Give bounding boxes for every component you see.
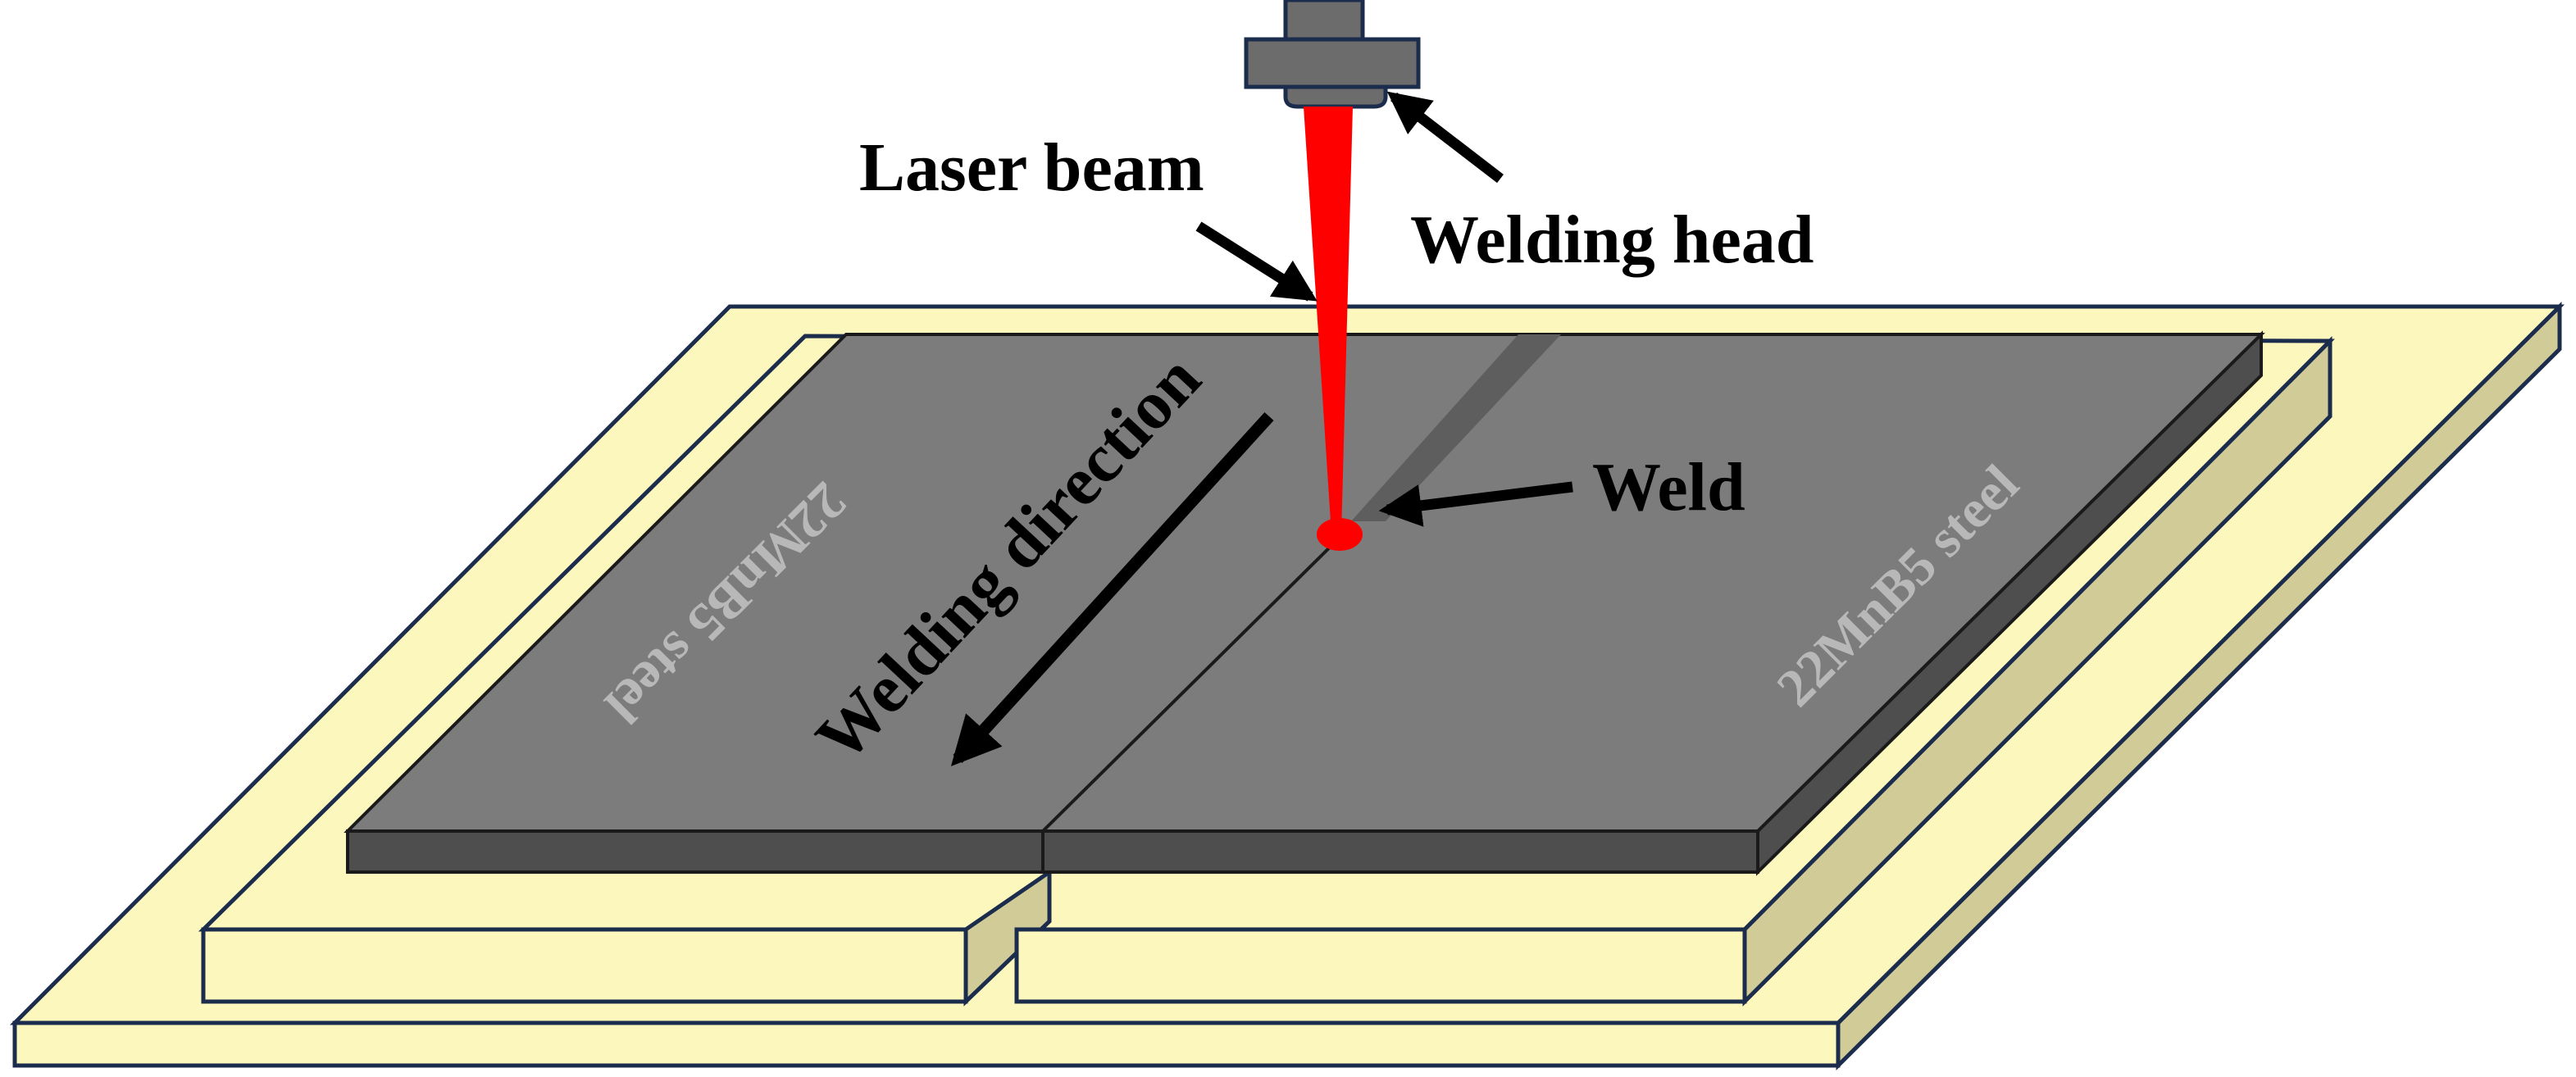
weld-pool — [1317, 518, 1363, 551]
steel-plate-top — [344, 333, 2265, 833]
welding-head-label: Welding head — [1410, 202, 1814, 278]
welding-direction-arrow — [950, 411, 1274, 766]
butt-joint-line — [1041, 523, 1354, 833]
welding-head-stem — [1283, 0, 1365, 45]
laser-beam-arrow — [1195, 221, 1318, 302]
support-blocks-fronts — [201, 335, 2333, 1007]
steel-plates — [344, 330, 2265, 876]
steel-plate-front — [346, 829, 1759, 874]
right-block-front — [1014, 927, 1747, 1004]
welding-head-arrow — [1386, 91, 1504, 184]
weld-arrow — [1378, 481, 1573, 527]
base-plate-front — [12, 1020, 1841, 1068]
laser-beam-label: Laser beam — [859, 130, 1204, 206]
left-block-front — [201, 927, 968, 1004]
weld-label: Weld — [1592, 449, 1745, 525]
welding-head-nozzle — [1283, 84, 1388, 109]
welding-head-body — [1244, 37, 1421, 89]
weld-bead — [1351, 334, 1561, 521]
laser-beam — [1304, 107, 1353, 534]
welding-head — [1244, 0, 1421, 109]
